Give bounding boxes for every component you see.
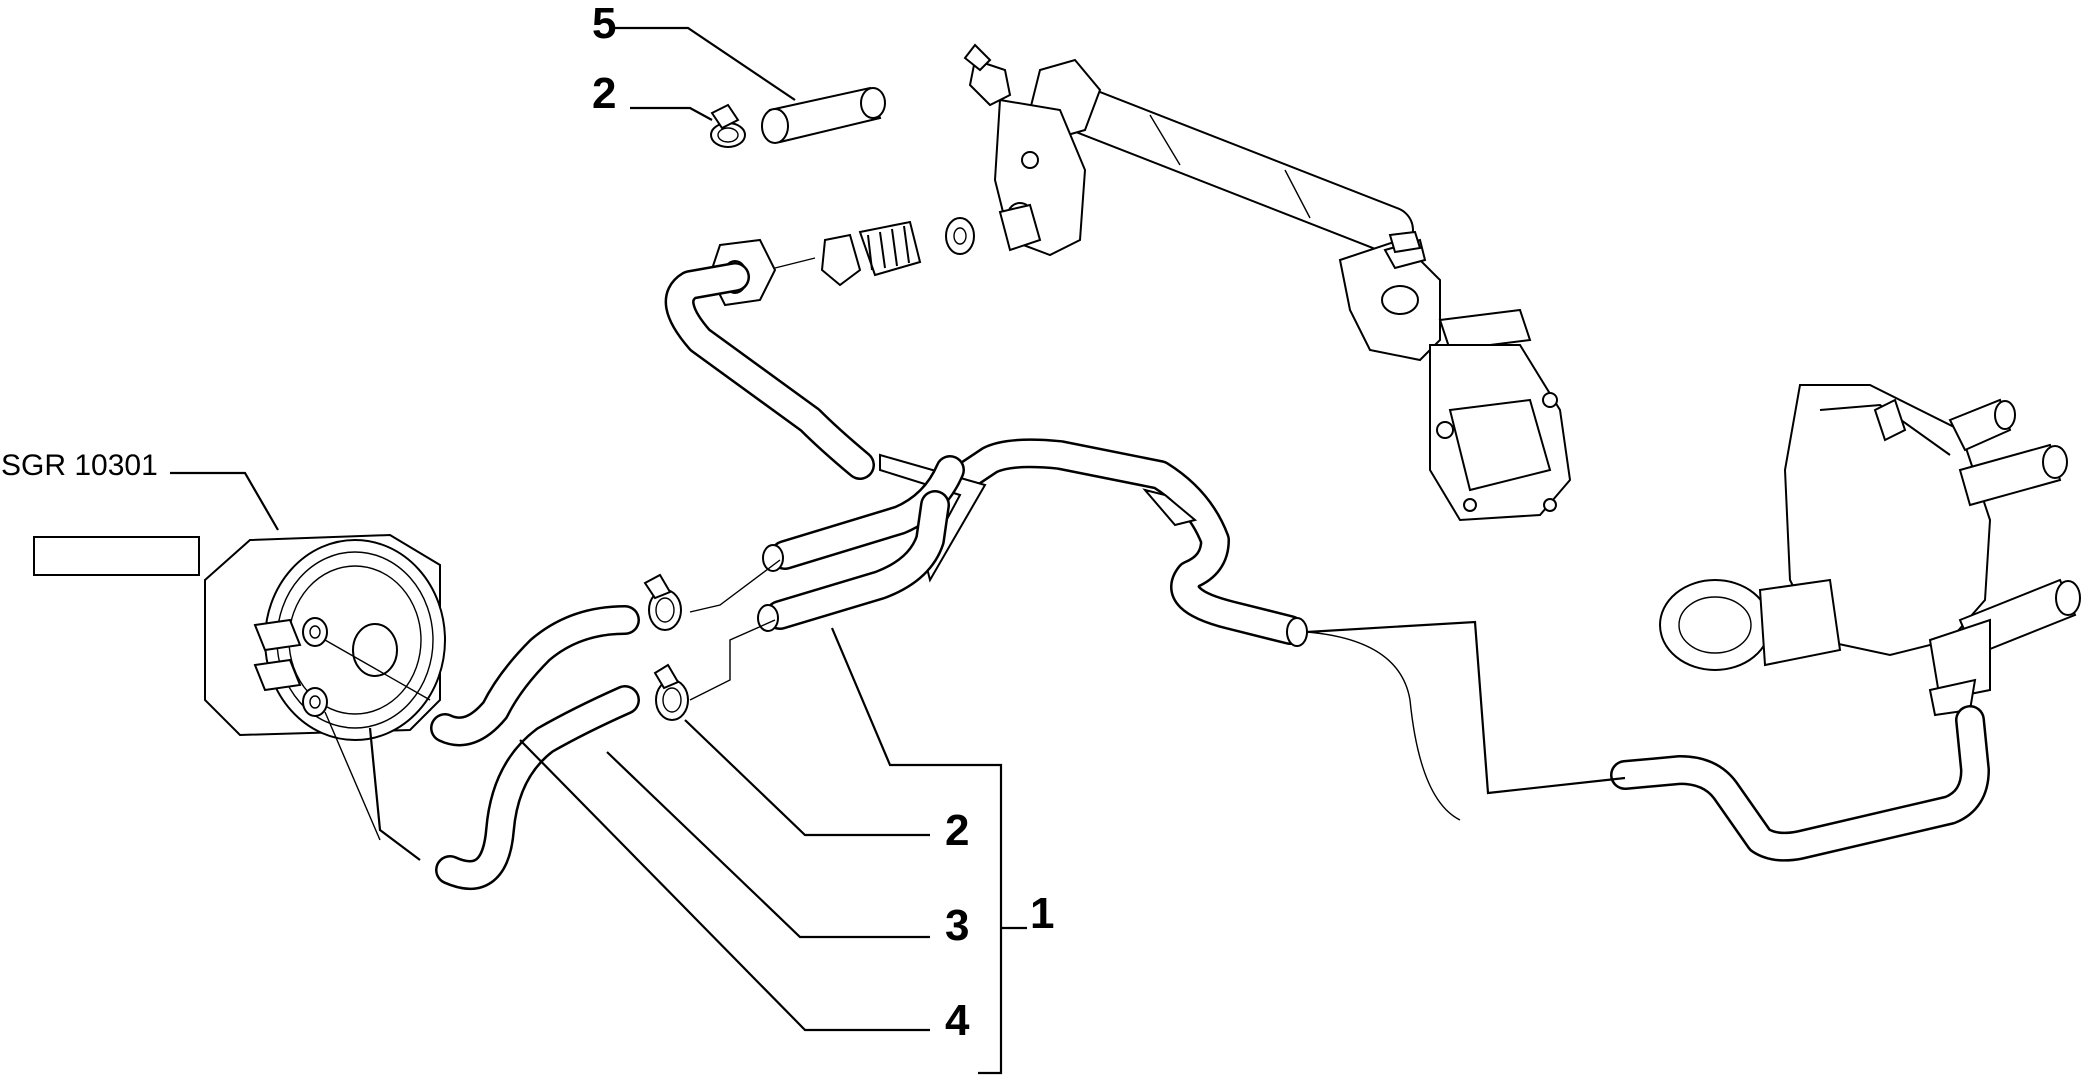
- callout-2-bottom: 2: [945, 806, 969, 855]
- oil-cooler: [204, 533, 446, 841]
- branch-pipes: [757, 455, 965, 632]
- spare-hose-5: [761, 86, 886, 144]
- water-manifold-assembly: [963, 43, 1572, 522]
- cooler-hose-3: [430, 605, 640, 747]
- upper-hose: [664, 262, 875, 480]
- leader-lines: [170, 26, 1626, 1075]
- long-return-hose: [945, 438, 1308, 647]
- callout-5: 5: [592, 0, 616, 48]
- reference-code: SGR 10301: [1, 449, 158, 482]
- callout-2-top: 2: [592, 69, 616, 118]
- hose-bracket-clip: [1142, 488, 1198, 527]
- thermostat-outlet-hose: [1610, 705, 1990, 862]
- callout-3: 3: [945, 901, 969, 950]
- spare-clamp-2: [710, 103, 746, 148]
- callout-4: 4: [945, 996, 970, 1045]
- cooler-hose-4: [435, 685, 640, 890]
- callout-1: 1: [1030, 889, 1054, 938]
- blank-label-box: [33, 536, 200, 576]
- thermostat-housing: [1659, 384, 2081, 717]
- connector-line: [1306, 631, 1461, 821]
- hose-clamp-lower: [653, 663, 689, 721]
- hose-union-fittings: [708, 203, 1042, 307]
- hose-clamp-upper: [643, 573, 682, 631]
